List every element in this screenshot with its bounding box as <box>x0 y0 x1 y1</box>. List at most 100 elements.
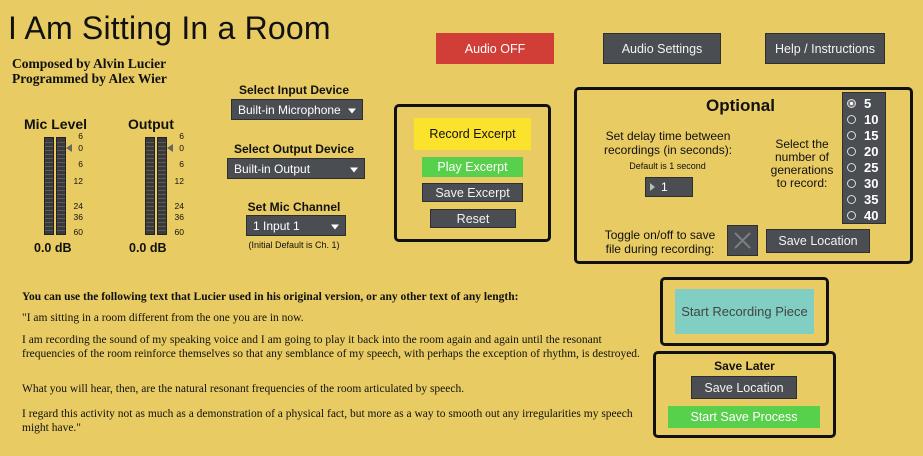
meter-segment <box>158 230 166 231</box>
meter-segment <box>146 142 154 143</box>
input-device-dropdown[interactable]: Built-in Microphone <box>231 99 363 120</box>
play-excerpt-button[interactable]: Play Excerpt <box>422 157 523 177</box>
meter-segment <box>146 202 154 203</box>
output-device-dropdown[interactable]: Built-in Output <box>227 158 365 179</box>
out-tick-24: 24 <box>174 201 184 211</box>
meter-segment <box>45 170 53 171</box>
generation-label: 5 <box>864 95 872 111</box>
output-level-marker-icon <box>167 144 173 152</box>
meter-segment <box>57 150 65 151</box>
mic-level-title: Mic Level <box>24 116 88 132</box>
output-title: Output <box>128 116 174 132</box>
generation-option-10[interactable]: 10 <box>847 111 879 127</box>
save-excerpt-button[interactable]: Save Excerpt <box>422 183 523 202</box>
reset-button[interactable]: Reset <box>430 209 516 228</box>
meter-segment <box>146 210 154 211</box>
generation-option-25[interactable]: 25 <box>847 159 879 175</box>
generation-option-40[interactable]: 40 <box>847 207 879 223</box>
generation-option-15[interactable]: 15 <box>847 128 878 143</box>
out-tick-60: 60 <box>174 227 184 237</box>
meter-segment <box>158 186 166 187</box>
text-paragraph-1: "I am sitting in a room different from t… <box>22 312 304 324</box>
save-later-location-button[interactable]: Save Location <box>691 376 797 399</box>
meter-segment <box>158 178 166 179</box>
mic-channel-value: 1 Input 1 <box>253 218 300 233</box>
out-tick-6b: 6 <box>179 159 184 169</box>
mic-tick-12: 12 <box>73 176 83 186</box>
mic-channel-label: Set Mic Channel <box>247 200 341 214</box>
meter-segment <box>146 218 154 219</box>
generation-label: 20 <box>864 143 879 159</box>
meter-segment <box>158 174 166 175</box>
help-instructions-button[interactable]: Help / Instructions <box>765 33 885 64</box>
meter-segment <box>45 186 53 187</box>
meter-segment <box>45 226 53 227</box>
start-recording-button[interactable]: Start Recording Piece <box>675 289 814 334</box>
save-during-recording-toggle[interactable] <box>727 225 758 256</box>
meter-segment <box>57 162 65 163</box>
radio-icon <box>847 194 856 204</box>
out-tick-12: 12 <box>174 176 184 186</box>
meter-segment <box>45 178 53 179</box>
save-later-panel <box>653 351 836 438</box>
meter-segment <box>158 162 166 163</box>
text-paragraph-4: I regard this activity not as much as a … <box>22 408 633 434</box>
text-intro: You can use the following text that Luci… <box>22 291 519 303</box>
meter-segment <box>146 182 154 183</box>
generation-option-30[interactable]: 30 <box>847 176 878 191</box>
meter-segment <box>57 174 65 175</box>
generation-option-35[interactable]: 35 <box>847 192 878 207</box>
delay-number-input[interactable]: 1 <box>645 177 693 197</box>
meter-segment <box>158 154 166 155</box>
meter-segment <box>146 206 154 207</box>
generation-label: 10 <box>864 111 879 127</box>
record-excerpt-button[interactable]: Record Excerpt <box>414 118 531 150</box>
start-recording-panel <box>660 277 829 346</box>
generation-option-5[interactable]: 5 <box>847 95 872 111</box>
meter-segment <box>57 226 65 227</box>
meter-segment <box>158 142 166 143</box>
meter-segment <box>57 206 65 207</box>
meter-segment <box>57 146 65 147</box>
chevron-down-icon <box>348 108 356 113</box>
play-triangle-icon <box>650 183 655 191</box>
generations-label: Select the number of generations to reco… <box>770 137 834 190</box>
start-save-process-button[interactable]: Start Save Process <box>668 406 820 428</box>
meter-segment <box>146 214 154 215</box>
meter-segment <box>57 214 65 215</box>
optional-panel <box>574 87 913 264</box>
meter-segment <box>45 202 53 203</box>
excerpt-panel <box>394 104 551 242</box>
meter-segment <box>45 150 53 151</box>
audio-settings-button[interactable]: Audio Settings <box>603 33 721 64</box>
input-device-value: Built-in Microphone <box>238 102 341 117</box>
meter-segment <box>158 210 166 211</box>
output-meter-bar-left <box>145 137 155 235</box>
optional-save-location-button[interactable]: Save Location <box>766 229 870 253</box>
meter-segment <box>45 158 53 159</box>
meter-segment <box>57 194 65 195</box>
meter-segment <box>146 170 154 171</box>
meter-segment <box>146 166 154 167</box>
generation-option-20[interactable]: 20 <box>847 143 879 159</box>
optional-title: Optional <box>706 96 775 115</box>
delay-value: 1 <box>661 180 668 194</box>
meter-segment <box>57 154 65 155</box>
meter-segment <box>158 158 166 159</box>
mic-channel-dropdown[interactable]: 1 Input 1 <box>246 215 346 236</box>
generations-radio-group: 5 10 15 20 25 30 35 40 <box>842 92 886 224</box>
meter-segment <box>158 206 166 207</box>
meter-segment <box>146 190 154 191</box>
meter-segment <box>57 230 65 231</box>
generation-label: 40 <box>864 207 879 223</box>
audio-off-button[interactable]: Audio OFF <box>436 33 554 64</box>
meter-segment <box>158 198 166 199</box>
meter-segment <box>146 178 154 179</box>
radio-icon <box>847 146 856 156</box>
generation-label: 25 <box>864 159 879 175</box>
meter-segment <box>57 222 65 223</box>
meter-segment <box>57 182 65 183</box>
meter-segment <box>57 202 65 203</box>
meter-segment <box>45 166 53 167</box>
meter-segment <box>158 214 166 215</box>
